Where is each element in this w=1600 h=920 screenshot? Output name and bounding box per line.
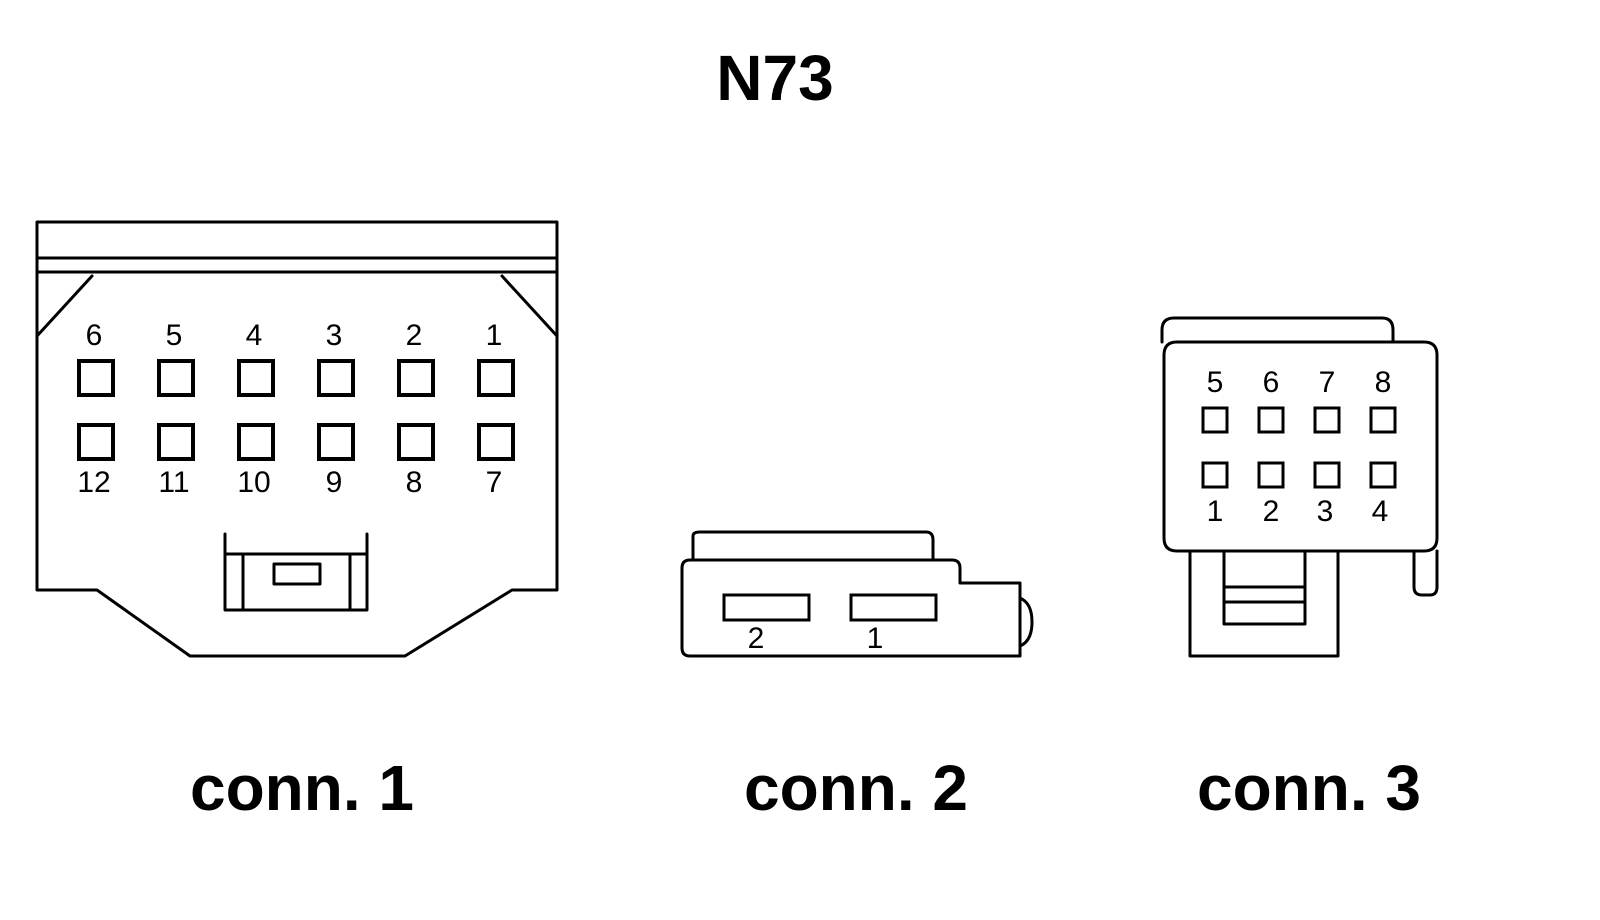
- pin-number: 1: [867, 622, 884, 655]
- conn3-pin-3: [1313, 461, 1341, 489]
- connector-1-housing: [35, 220, 559, 658]
- conn3-pin-1: [1201, 461, 1229, 489]
- pin-number: 2: [406, 319, 423, 352]
- connector-2-pins: [722, 593, 938, 622]
- pin-number: 2: [748, 622, 765, 655]
- conn3-pin-2: [1257, 461, 1285, 489]
- diagram-title: N73: [716, 42, 833, 114]
- connector-1-label: conn. 1: [190, 752, 414, 824]
- conn1-pin-8: [397, 423, 435, 461]
- connector-3-housing: [1160, 316, 1439, 658]
- pin-number: 5: [1207, 366, 1224, 399]
- pin-number: 8: [1375, 366, 1392, 399]
- conn2-pin-2: [722, 593, 811, 622]
- pin-number: 5: [166, 319, 183, 352]
- conn2-pin-1: [849, 593, 938, 622]
- connector-1-pin-numbers: 6 5 4 3 2 1 12 11 10 9 8 7: [77, 319, 502, 499]
- conn3-pin-8: [1369, 406, 1397, 434]
- conn1-pin-6: [77, 359, 115, 397]
- pin-number: 3: [326, 319, 343, 352]
- conn1-pin-1: [477, 359, 515, 397]
- pin-number: 12: [77, 466, 110, 499]
- connector-1-pins: [77, 359, 515, 461]
- pin-number: 8: [406, 466, 423, 499]
- pin-number: 7: [1319, 366, 1336, 399]
- connector-2-housing: [680, 530, 1034, 658]
- conn1-pin-3: [317, 359, 355, 397]
- pin-number: 1: [486, 319, 503, 352]
- pin-number: 4: [246, 319, 263, 352]
- conn1-pin-5: [157, 359, 195, 397]
- conn1-pin-12: [77, 423, 115, 461]
- connector-3-pins: [1201, 406, 1397, 489]
- pin-number: 3: [1317, 495, 1334, 528]
- pin-number: 10: [237, 466, 270, 499]
- pin-number: 6: [1263, 366, 1280, 399]
- pin-number: 7: [486, 466, 503, 499]
- conn1-pin-4: [237, 359, 275, 397]
- conn1-pin-7: [477, 423, 515, 461]
- connector-3: 5 6 7 8 1 2 3 4 conn. 3: [1160, 316, 1439, 824]
- connector-1: 6 5 4 3 2 1 12 11 10 9 8 7 conn. 1: [35, 220, 559, 824]
- pin-number: 1: [1207, 495, 1224, 528]
- conn3-pin-5: [1201, 406, 1229, 434]
- conn3-pin-4: [1369, 461, 1397, 489]
- connector-3-label: conn. 3: [1197, 752, 1421, 824]
- conn3-pin-7: [1313, 406, 1341, 434]
- connector-2-pin-numbers: 2 1: [748, 622, 884, 655]
- conn1-pin-10: [237, 423, 275, 461]
- pin-number: 11: [158, 466, 189, 499]
- pin-number: 9: [326, 466, 343, 499]
- connector-3-pin-numbers: 5 6 7 8 1 2 3 4: [1207, 366, 1392, 528]
- conn1-pin-2: [397, 359, 435, 397]
- conn3-pin-6: [1257, 406, 1285, 434]
- conn1-pin-9: [317, 423, 355, 461]
- pin-number: 2: [1263, 495, 1280, 528]
- connector-2-label: conn. 2: [744, 752, 968, 824]
- conn1-pin-11: [157, 423, 195, 461]
- pin-number: 6: [86, 319, 103, 352]
- pin-number: 4: [1372, 495, 1389, 528]
- connector-2: 2 1 conn. 2: [680, 530, 1034, 824]
